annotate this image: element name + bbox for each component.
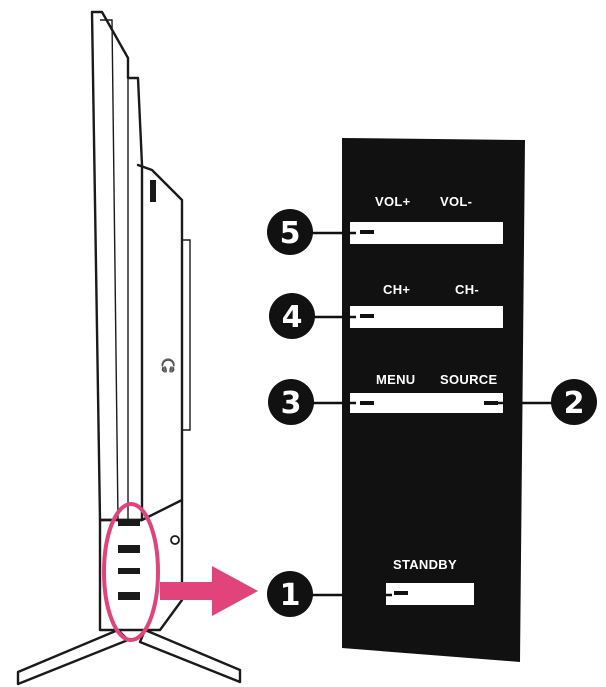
callout-2-disc [551, 379, 597, 425]
button-area-highlight [102, 502, 160, 642]
svg-text:🎧: 🎧 [160, 358, 176, 374]
callout-4-disc [269, 293, 315, 339]
ch-plus-label: CH+ [383, 282, 410, 297]
callout-1: 1 [280, 578, 301, 613]
ch-minus-label: CH- [455, 282, 479, 297]
callout-5-disc [267, 209, 313, 255]
source-label: SOURCE [440, 372, 497, 387]
callout-4: 4 [282, 300, 303, 335]
standby-button-bar [386, 583, 474, 605]
ch-button-bar [350, 306, 503, 328]
callout-5: 5 [280, 216, 301, 251]
standby-label: STANDBY [393, 557, 457, 572]
callout-3-disc [268, 379, 314, 425]
arrow-right-icon [160, 566, 258, 616]
vol-plus-label: VOL+ [375, 194, 411, 209]
menu-source-button-bar [350, 393, 503, 413]
vol-minus-label: VOL- [440, 194, 472, 209]
callout-1-disc [267, 571, 313, 617]
menu-label: MENU [376, 372, 415, 387]
callout-2: 2 [564, 386, 585, 421]
vol-button-bar [350, 222, 503, 244]
callout-3: 3 [281, 386, 302, 421]
